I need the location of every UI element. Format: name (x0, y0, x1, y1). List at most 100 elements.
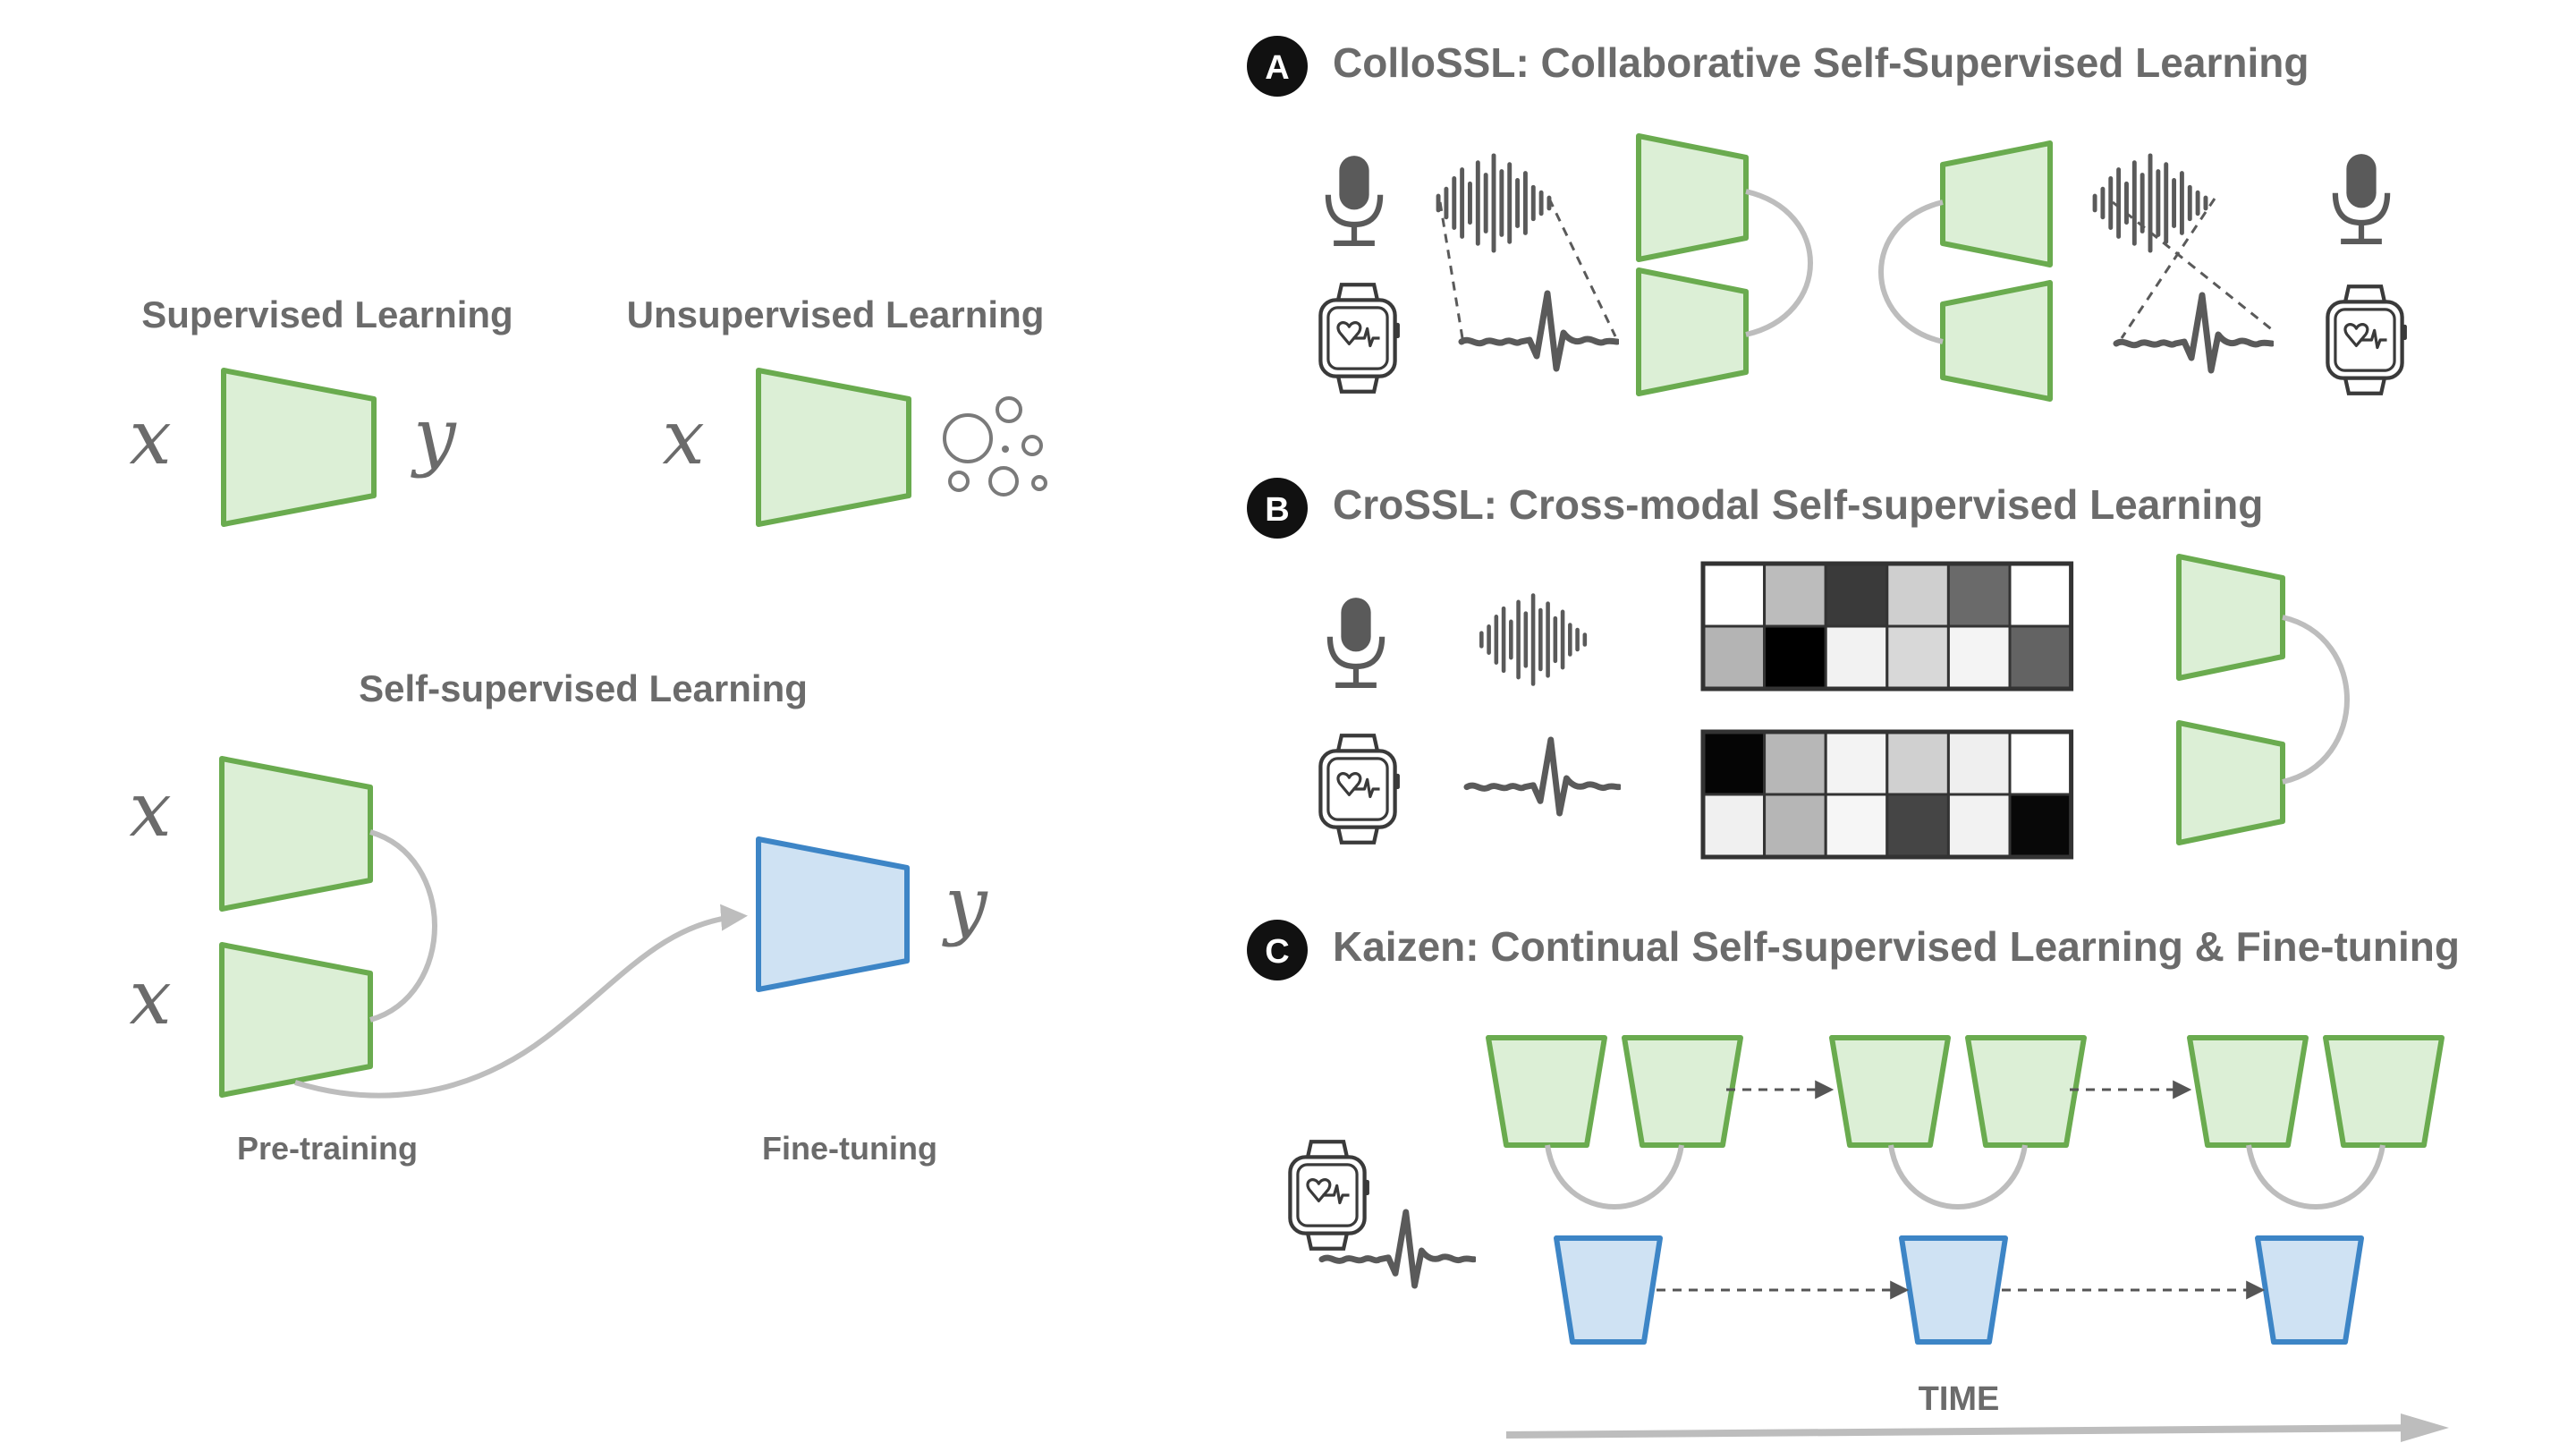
ecg-grid-cell (1885, 793, 1950, 859)
badge-a-letter: A (1265, 49, 1289, 87)
ecg-encoder-mirrored (1940, 280, 2053, 402)
input-symbol: x (662, 394, 704, 481)
ecg-grid-cell (1763, 730, 1827, 796)
ecg-waveform-icon (1467, 740, 1619, 813)
input-symbol: x (129, 766, 171, 853)
audio-waveform-icon (1438, 156, 1549, 250)
ecg-grid-cell (2008, 793, 2073, 859)
supervised-learning-diagram: Supervised Learning x y (129, 293, 513, 527)
panel-a-collossl: A ColloSSL: Collaborative Self-Supervise… (1247, 36, 2407, 402)
modality-link-lines (2112, 198, 2275, 339)
ecg-encoder (2176, 720, 2285, 845)
ecg-waveform-icon (2116, 295, 2272, 370)
ecg-waveform-icon (1462, 293, 1617, 369)
unsupervised-encoder (756, 368, 911, 527)
audio-waveform-icon (1481, 596, 1585, 684)
pretraining-label: Pre-training (237, 1130, 418, 1167)
contrastive-connector (2282, 615, 2350, 785)
pretrain-encoder-bottom (219, 942, 373, 1098)
audio-encoder-mirrored (1940, 140, 2053, 267)
classifier-t3 (2255, 1235, 2364, 1345)
panel-c-title: Kaizen: Continual Self-supervised Learni… (1333, 923, 2460, 970)
self-supervised-learning-title: Self-supervised Learning (359, 667, 808, 709)
time-axis-arrowhead (2401, 1413, 2449, 1442)
time-label: TIME (1919, 1380, 2000, 1418)
contrastive-connector (369, 829, 437, 1023)
transfer-arrow (294, 904, 748, 1099)
ecg-grid-cell (1824, 793, 1889, 859)
contrastive-connector (1878, 199, 1944, 344)
encoder-t3b (2323, 1035, 2445, 1148)
smartwatch-icon (1320, 735, 1400, 842)
supervised-learning-title: Supervised Learning (141, 293, 513, 335)
audio-grid-cell (1824, 562, 1889, 628)
ecg-feature-grid (1700, 729, 2074, 860)
smartwatch-icon (2327, 286, 2407, 393)
classifier-t1 (1554, 1235, 1663, 1345)
encoder-t2a (1829, 1035, 1951, 1148)
audio-grid-cell (1824, 624, 1889, 691)
ecg-grid-cell (1946, 793, 2012, 859)
microphone-icon (1330, 598, 1382, 685)
audio-grid-cell (1701, 562, 1767, 628)
ecg-encoder (1636, 267, 1749, 396)
output-symbol: y (410, 392, 457, 480)
ecg-grid-cell (1885, 730, 1950, 796)
panel-a-title: ColloSSL: Collaborative Self-Supervised … (1333, 39, 2309, 86)
encoder-t1a (1486, 1035, 1607, 1148)
microphone-icon (1328, 156, 1380, 243)
contrastive-connector (1745, 189, 1813, 337)
panel-b-crossl: B CroSSL: Cross-modal Self-supervised Le… (1247, 478, 2350, 860)
embedding-clusters-icon (943, 396, 1047, 497)
encoder-t1b (1622, 1035, 1743, 1148)
audio-grid-cell (1885, 624, 1950, 691)
classifier-t2 (1899, 1235, 2008, 1345)
finetuning-label: Fine-tuning (762, 1130, 937, 1167)
unsupervised-learning-diagram: Unsupervised Learning x (627, 293, 1047, 527)
audio-grid-cell (1701, 624, 1767, 691)
supervised-encoder (221, 368, 377, 527)
audio-encoder (2176, 554, 2285, 681)
audio-grid-border (1700, 561, 2074, 692)
contrastive-connector (1545, 1144, 1684, 1210)
finetune-model (756, 836, 910, 992)
self-supervised-learning-diagram: Self-supervised Learning x x y Pre-train… (129, 667, 988, 1167)
badge-b-letter: B (1265, 491, 1289, 529)
audio-grid-cell (1946, 624, 2012, 691)
ecg-grid-cell (2008, 730, 2073, 796)
input-symbol: x (129, 954, 171, 1041)
unsupervised-learning-title: Unsupervised Learning (627, 293, 1045, 335)
audio-grid-cell (2008, 624, 2073, 691)
badge-c (1247, 920, 1308, 980)
smartwatch-icon (1290, 1142, 1369, 1248)
badge-a (1247, 36, 1308, 97)
encoder-t3a (2187, 1035, 2309, 1148)
panel-c-kaizen: C Kaizen: Continual Self-supervised Lear… (1247, 920, 2460, 1442)
microphone-icon (2335, 154, 2387, 242)
ecg-grid-cell (1701, 793, 1767, 859)
smartwatch-icon (1320, 284, 1400, 391)
panel-b-title: CroSSL: Cross-modal Self-supervised Lear… (1333, 481, 2263, 528)
badge-c-letter: C (1265, 933, 1289, 971)
ecg-grid-cell (1824, 730, 1889, 796)
audio-grid-cell (1946, 562, 2012, 628)
modality-link-lines (1438, 198, 1617, 344)
contrastive-connector (1888, 1144, 2028, 1210)
time-axis-arrow (1505, 1424, 2436, 1439)
audio-encoder (1636, 133, 1749, 262)
pretrain-encoder-top (219, 756, 373, 912)
badge-b (1247, 478, 1308, 539)
audio-feature-grid (1700, 561, 2074, 692)
ecg-grid-cell (1701, 730, 1767, 796)
encoder-t2b (1965, 1035, 2087, 1148)
audio-grid-cell (2008, 562, 2073, 628)
ecg-grid-cell (1946, 730, 2012, 796)
audio-grid-cell (1763, 562, 1827, 628)
audio-grid-cell (1763, 624, 1827, 691)
ecg-grid-cell (1763, 793, 1827, 859)
audio-waveform-icon (2095, 156, 2206, 250)
input-symbol: x (129, 394, 171, 481)
ecg-grid-border (1700, 729, 2074, 860)
audio-grid-cell (1885, 562, 1950, 628)
